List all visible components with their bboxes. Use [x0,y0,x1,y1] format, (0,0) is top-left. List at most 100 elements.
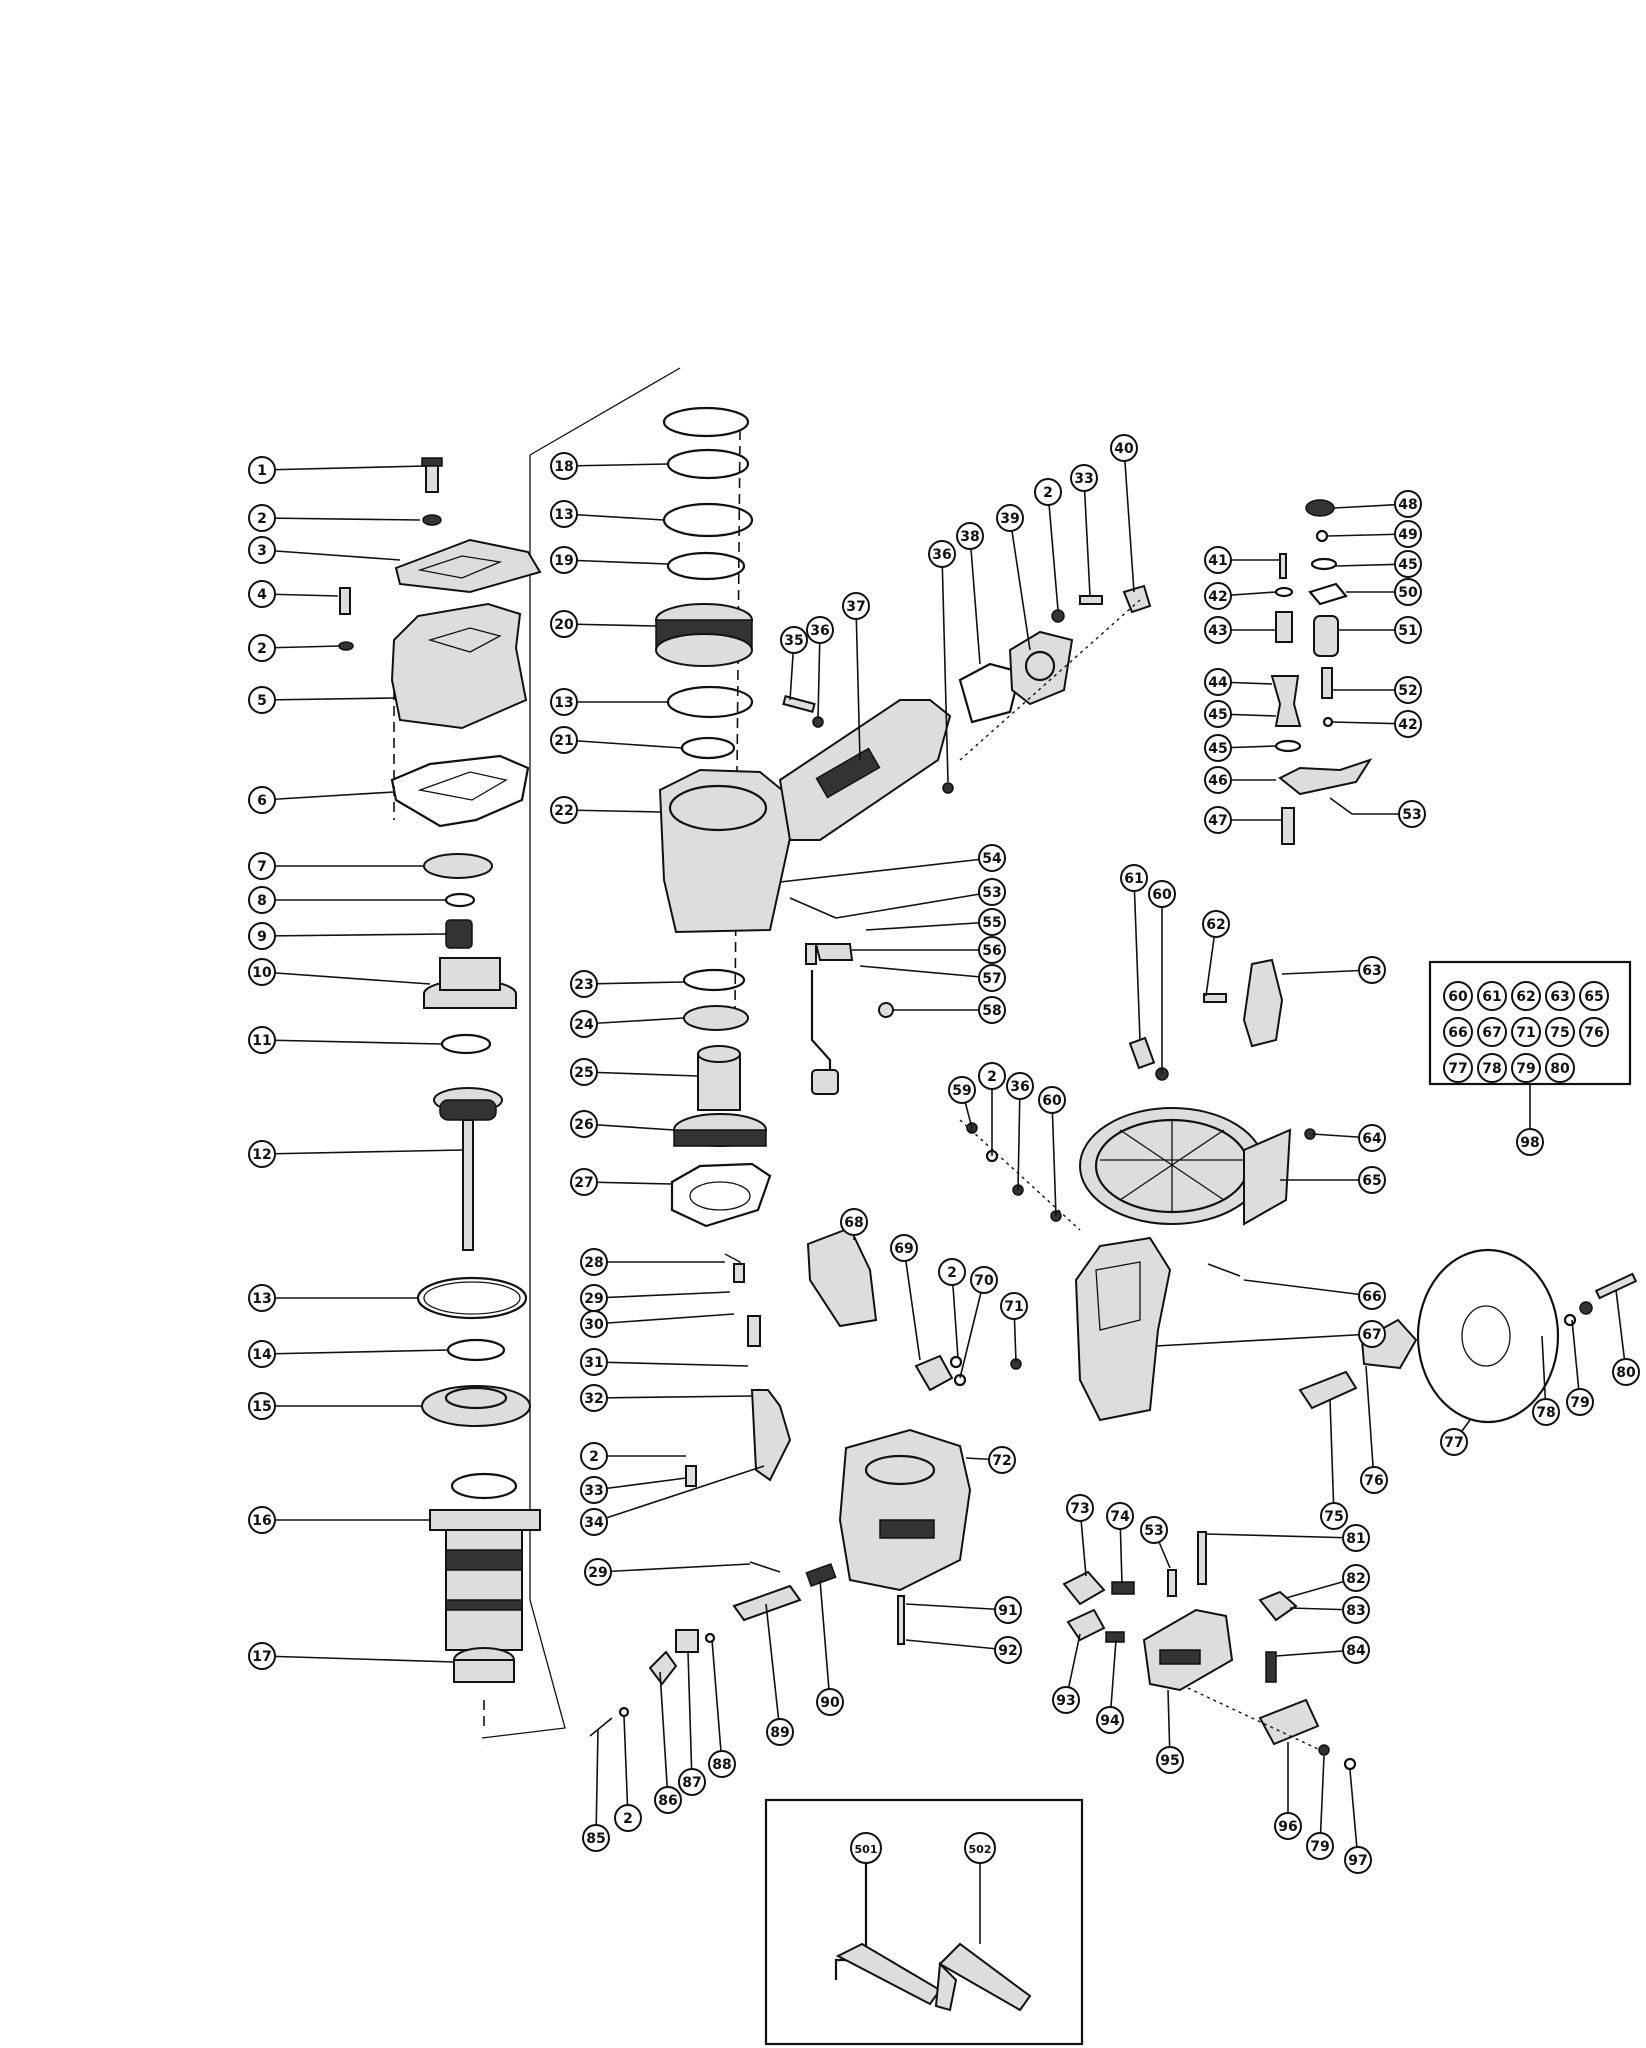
part-label-90: 90 [816,1688,844,1716]
label-text: 33 [1074,471,1093,487]
leader-line-38 [969,535,981,665]
label-bubble [580,1384,608,1412]
label-bubble [988,1446,1016,1474]
leader-line-29 [597,1563,751,1573]
leader-line-2 [1047,491,1059,611]
part-label-30: 30 [580,1310,608,1338]
label-bubble [1394,490,1422,518]
label-bubble [248,456,276,484]
part-label-45: 45 [1394,550,1422,578]
label-text: 89 [770,1725,789,1741]
part-label-2: 2 [614,1804,642,1832]
label-bubble [550,546,578,574]
part-label-81: 81 [1342,1524,1370,1552]
label-bubble [964,1832,996,1864]
kit-item-61: 61 [1477,981,1507,1011]
leader-line-69 [903,1247,921,1361]
label-text: 98 [1520,1135,1539,1151]
part-label-36: 36 [1006,1072,1034,1100]
leader-line-76 [1365,1365,1375,1481]
label-bubble [550,610,578,638]
kit-item-77: 77 [1443,1053,1473,1083]
kit-bubble [1545,1053,1575,1083]
part-label-65: 65 [1358,1166,1386,1194]
part-label-78: 78 [1532,1398,1560,1426]
label-text: 53 [982,885,1001,901]
label-text: 41 [1208,553,1227,569]
label-text: 62 [1206,917,1225,933]
part-label-31: 31 [580,1348,608,1376]
label-text: 3 [257,543,267,559]
label-bubble [248,1140,276,1168]
label-text: 70 [974,1273,994,1289]
label-bubble [1358,1166,1386,1194]
kit-item-60: 60 [1443,981,1473,1011]
label-bubble [1566,1388,1594,1416]
label-text: 501 [855,1843,878,1856]
part-label-51: 51 [1394,616,1422,644]
label-bubble [1204,616,1232,644]
cover-plate-parts [806,1226,1638,1424]
part-label-1: 1 [248,456,276,484]
label-bubble [248,1642,276,1670]
label-text: 76 [1364,1473,1383,1489]
kit-bubble [1477,981,1507,1011]
part-label-91: 91 [994,1596,1022,1624]
label-bubble [614,1804,642,1832]
part-label-36: 36 [806,616,834,644]
label-bubble [1440,1428,1468,1456]
label-bubble [780,626,808,654]
label-bubble [570,970,598,998]
label-text: 2 [987,1069,997,1085]
part-label-82: 82 [1342,1564,1370,1592]
label-text: 65 [1362,1173,1381,1189]
label-text: 53 [1402,807,1421,823]
label-bubble [582,1824,610,1852]
part-label-55: 55 [978,908,1006,936]
label-bubble [1066,1494,1094,1522]
label-bubble [248,634,276,662]
label-bubble [1120,864,1148,892]
part-label-58: 58 [978,996,1006,1024]
part-label-97: 97 [1344,1846,1372,1874]
leader-lines [261,447,1627,1861]
label-text: 29 [584,1291,603,1307]
part-label-22: 22 [550,796,578,824]
part-label-94: 94 [1096,1706,1124,1734]
label-bubble [550,500,578,528]
magazine-parts [959,958,1316,1422]
part-label-70: 70 [970,1266,998,1294]
label-text: 40 [1114,441,1134,457]
label-text: 32 [584,1391,603,1407]
label-bubble [842,592,870,620]
label-text: 52 [1398,683,1417,699]
label-text: 73 [1070,1501,1089,1517]
leader-line-75 [1329,1399,1335,1517]
part-label-71: 71 [1000,1292,1028,1320]
label-bubble [1320,1502,1348,1530]
label-text: 87 [682,1775,701,1791]
kit-bubble [1477,1053,1507,1083]
kit-text: 77 [1448,1061,1467,1077]
part-label-13: 13 [550,688,578,716]
part-label-96: 96 [1274,1812,1302,1840]
label-text: 2 [947,1265,957,1281]
label-text: 19 [554,553,573,569]
part-label-19: 19 [550,546,578,574]
label-text: 85 [586,1831,605,1847]
label-bubble [580,1348,608,1376]
label-text: 50 [1398,585,1418,601]
part-label-64: 64 [1358,1124,1386,1152]
kit-bubble [1579,981,1609,1011]
part-label-21: 21 [550,726,578,754]
label-bubble [1038,1086,1066,1114]
label-text: 77 [1444,1435,1463,1451]
label-bubble [1532,1398,1560,1426]
label-bubble [978,964,1006,992]
label-bubble [570,1010,598,1038]
label-text: 37 [846,599,865,615]
label-bubble [1360,1466,1388,1494]
label-text: 38 [960,529,979,545]
kit-text: 80 [1550,1061,1570,1077]
label-text: 27 [574,1175,593,1191]
